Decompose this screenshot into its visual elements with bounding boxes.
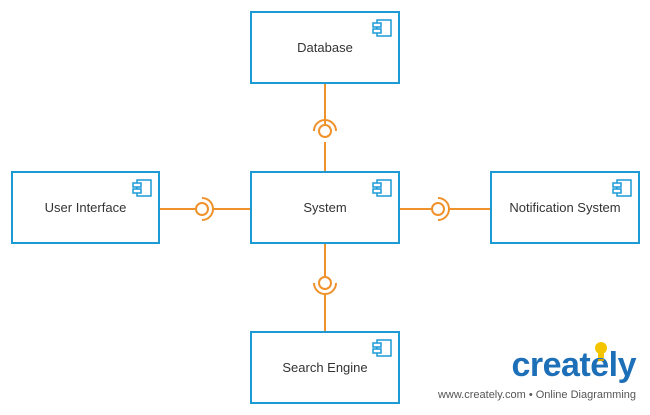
socket-ns (437, 197, 450, 221)
lightbulb-icon (595, 342, 607, 361)
lollipop-ball-ui (195, 202, 209, 216)
socket-database-system (313, 119, 337, 132)
socket-ui-system (201, 197, 214, 221)
socket-search-engine (313, 282, 337, 295)
component-icon (372, 339, 392, 357)
component-user-interface[interactable]: User Interface (11, 171, 160, 244)
component-notification-system[interactable]: Notification System (490, 171, 640, 244)
component-label: Database (297, 40, 353, 55)
creately-tagline: www.creately.com • Online Diagramming (437, 389, 636, 401)
lollipop-ball-system-right (431, 202, 445, 216)
component-icon (132, 179, 152, 197)
component-icon (372, 179, 392, 197)
lollipop-ball-database (318, 124, 332, 138)
component-label: Search Engine (282, 360, 368, 375)
component-icon (612, 179, 632, 197)
component-system[interactable]: System (250, 171, 400, 244)
component-label: System (303, 200, 347, 215)
component-database[interactable]: Database (250, 11, 400, 84)
component-label: Notification System (509, 200, 621, 215)
component-label: User Interface (44, 200, 127, 215)
creately-logo-text: creately (511, 346, 636, 384)
component-search-engine[interactable]: Search Engine (250, 331, 400, 404)
lollipop-ball-system-bottom (318, 276, 332, 290)
component-icon (372, 19, 392, 37)
creately-watermark: creately www.creately.com • Online Diagr… (418, 342, 642, 409)
